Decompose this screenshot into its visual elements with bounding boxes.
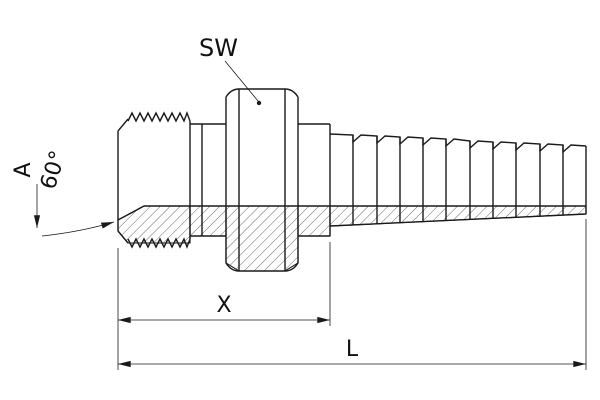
sw-leader-dot — [256, 100, 262, 106]
collar-left-wall-section — [189, 205, 227, 237]
callouts: SW A 60° — [11, 34, 262, 237]
collar-left-profile — [190, 123, 226, 237]
sw-leader-line — [224, 60, 259, 102]
label-60deg: 60° — [36, 148, 71, 193]
hex-wall-section — [225, 205, 299, 272]
fitting-profile — [117, 88, 587, 272]
thread-profile — [117, 111, 191, 249]
hex-profile — [225, 88, 299, 272]
dimensions: X L — [117, 219, 587, 370]
cone-angle-leader — [41, 221, 115, 237]
label-sw: SW — [199, 34, 238, 62]
dimension-l-label: L — [346, 337, 359, 362]
collar-right-wall-section — [297, 205, 331, 237]
cone-line — [117, 205, 145, 221]
dimension-x-label: X — [216, 293, 231, 318]
label-a: A — [11, 162, 36, 177]
thread-wall-section — [117, 205, 191, 244]
collar-right-profile — [298, 123, 331, 237]
hose-tail-barb-lines — [352, 135, 564, 225]
